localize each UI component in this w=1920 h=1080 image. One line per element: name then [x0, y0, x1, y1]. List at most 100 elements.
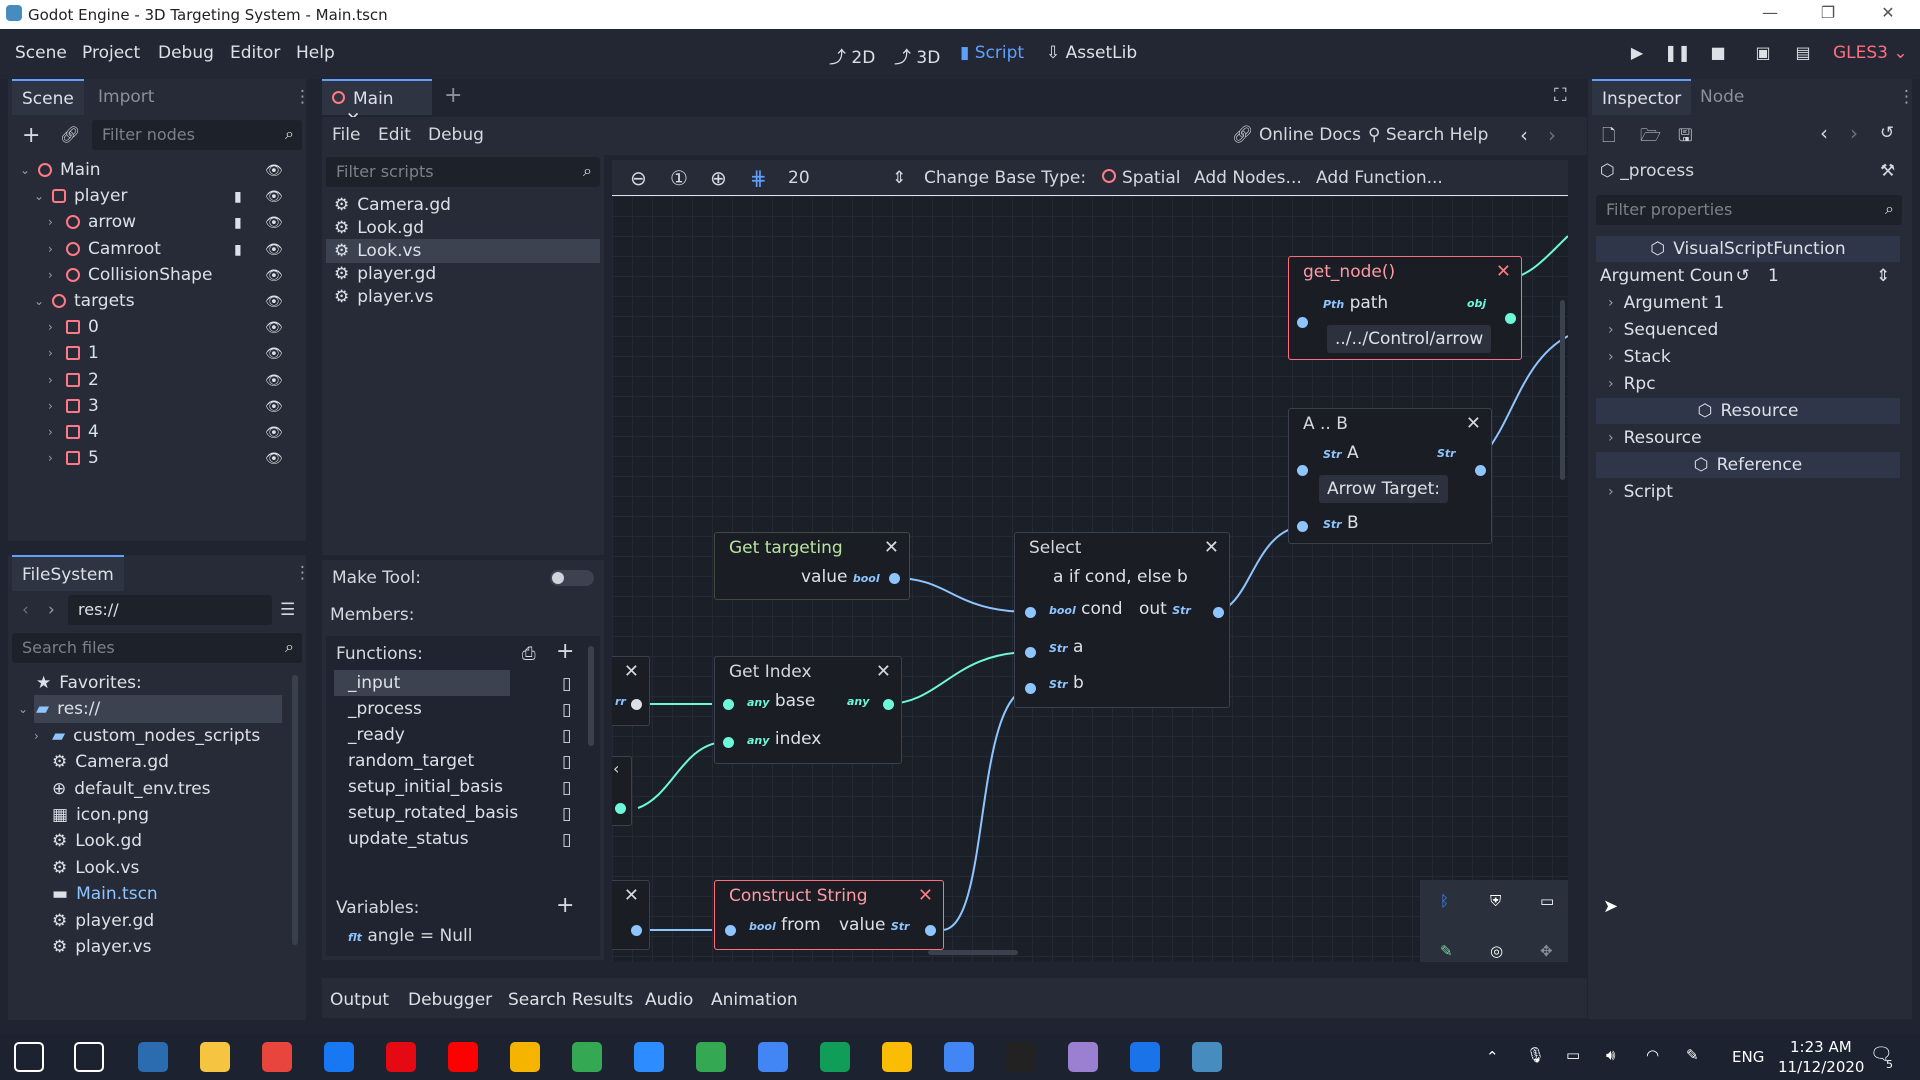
menu-editor[interactable]: Editor — [230, 43, 281, 63]
chevron-right-icon[interactable]: › — [48, 320, 53, 335]
filesystem-item[interactable]: ⚙Camera.gd — [34, 748, 169, 776]
search-files-input[interactable]: Search files ⌕ — [12, 633, 302, 663]
script-menu-debug[interactable]: Debug — [428, 125, 484, 145]
renderer-selector[interactable]: GLES3 ⌄ — [1833, 43, 1908, 63]
output-port[interactable] — [631, 699, 642, 710]
a-value-field[interactable]: Arrow Target: — [1319, 475, 1448, 503]
variable-item[interactable]: flt angle = Null — [348, 926, 473, 946]
save-icon[interactable]: 🖫︎ — [1678, 126, 1693, 146]
workspace-script-button[interactable]: ▮ Script — [960, 43, 1025, 63]
bluetooth-icon[interactable]: ᛒ — [1440, 892, 1450, 910]
base-type-button[interactable]: Spatial — [1102, 168, 1181, 188]
history-back-icon[interactable]: ‹ — [1820, 121, 1828, 145]
drive-icon[interactable] — [696, 1042, 726, 1072]
concat-node[interactable]: A .. B ✕ Str A Str Arrow Target: Str B — [1288, 408, 1492, 544]
visibility-eye-icon[interactable]: 👁︎ — [265, 215, 283, 232]
horizontal-scrollbar[interactable] — [928, 950, 1018, 955]
scene-tree-item[interactable]: ›0 — [48, 314, 290, 340]
partial-node[interactable]: ‹ — [612, 756, 632, 826]
input-port[interactable] — [1297, 317, 1308, 328]
clock-time[interactable]: 1:23 AM — [1790, 1038, 1852, 1056]
language-indicator[interactable]: ENG — [1732, 1048, 1765, 1066]
menu-debug[interactable]: Debug — [158, 43, 214, 63]
script-list-item[interactable]: ⚙Camera.gd — [326, 193, 600, 217]
chevron-right-icon[interactable]: › — [48, 267, 53, 282]
scrollbar[interactable] — [588, 646, 594, 746]
inspector-group[interactable]: ›Script — [1600, 479, 1900, 505]
add-function-icon[interactable]: + — [556, 639, 575, 664]
filesystem-item[interactable]: ⚙Look.vs — [34, 854, 139, 882]
function-item[interactable]: setup_initial_basis — [348, 777, 503, 797]
chevron-right-icon[interactable]: › — [48, 241, 53, 256]
play-scene-icon[interactable]: ▣ — [1755, 43, 1771, 62]
move-icon[interactable]: ✥ — [1540, 942, 1553, 960]
visibility-eye-icon[interactable]: 👁︎ — [265, 398, 283, 415]
volume-icon[interactable]: 🔊︎ — [1606, 1046, 1616, 1064]
wifi-icon[interactable]: ◠ — [1646, 1046, 1660, 1064]
visibility-eye-icon[interactable]: 👁︎ — [265, 267, 283, 284]
zoom-icon[interactable] — [634, 1042, 664, 1072]
edit-function-icon[interactable]: ▯ — [562, 804, 572, 824]
visibility-eye-icon[interactable]: 👁︎ — [265, 372, 283, 389]
scene-tree-item[interactable]: ›CollisionShape — [48, 262, 290, 288]
microphone-icon[interactable]: 🎙︎ — [1526, 1046, 1546, 1064]
filesystem-item[interactable]: ⚙player.vs — [34, 933, 151, 961]
inspector-property[interactable]: Argument Coun↺1⇕ — [1600, 263, 1900, 289]
path-value-field[interactable]: ../../Control/arrow — [1327, 325, 1492, 353]
close-node-icon[interactable]: ✕ — [1465, 413, 1481, 434]
output-port[interactable] — [925, 925, 936, 936]
function-item[interactable]: setup_rotated_basis — [348, 803, 519, 823]
scene-tree-item[interactable]: ⌄player — [34, 183, 290, 209]
visibility-eye-icon[interactable]: 👁︎ — [265, 241, 283, 258]
input-port[interactable] — [1297, 465, 1308, 476]
output-port[interactable] — [1213, 607, 1224, 618]
partial-node[interactable]: ✕ rr — [612, 656, 650, 726]
input-port[interactable] — [1025, 683, 1036, 694]
visibility-eye-icon[interactable]: 👁︎ — [265, 189, 283, 206]
function-item[interactable]: update_status — [348, 829, 469, 849]
windows-start-icon[interactable] — [14, 1042, 44, 1072]
close-node-icon[interactable]: ✕ — [623, 885, 639, 906]
edit-function-icon[interactable]: ▯ — [562, 830, 572, 850]
inspector-group[interactable]: ›Resource — [1600, 425, 1900, 451]
pen-menu-icon[interactable]: ✎ — [1686, 1046, 1699, 1064]
scene-tree-item[interactable]: ›Camroot — [48, 236, 290, 262]
input-port[interactable] — [723, 737, 734, 748]
property-value-spinbox[interactable]: 1 — [1768, 266, 1779, 286]
close-node-icon[interactable]: ✕ — [883, 537, 899, 558]
script-icon[interactable]: ▮ — [234, 215, 242, 232]
dock-menu-icon[interactable]: ⋮ — [294, 563, 311, 583]
add-node-icon[interactable]: + — [22, 123, 41, 148]
filter-properties-input[interactable]: Filter properties ⌕ — [1596, 195, 1902, 225]
close-node-icon[interactable]: ✕ — [1495, 261, 1511, 282]
close-window-button[interactable]: ✕ — [1881, 3, 1895, 22]
clock-date[interactable]: 11/12/2020 — [1778, 1058, 1865, 1076]
visibility-eye-icon[interactable]: 👁︎ — [265, 320, 283, 337]
chevron-down-icon[interactable]: ⌄ — [20, 163, 31, 177]
scene-tree-item[interactable]: ›5 — [48, 445, 290, 471]
file-explorer-icon[interactable] — [200, 1042, 230, 1072]
spin-arrows-icon[interactable]: ⇕ — [1876, 266, 1891, 286]
chevron-right-icon[interactable]: › — [48, 425, 53, 439]
output-port[interactable] — [615, 803, 626, 814]
docs-icon[interactable] — [758, 1042, 788, 1072]
select-node[interactable]: Select ✕ a if cond, else b bool cond out… — [1014, 532, 1230, 708]
obs-tray-icon[interactable]: ◎ — [1490, 942, 1504, 960]
chevron-right-icon[interactable]: › — [48, 372, 53, 387]
chevron-right-icon[interactable]: › — [48, 451, 53, 466]
tab-scene[interactable]: Scene — [12, 79, 84, 115]
edit-function-icon[interactable]: ▯ — [562, 674, 572, 694]
inspector-section-header[interactable]: ⬡VisualScriptFunction — [1596, 236, 1900, 262]
tab-main[interactable]: Main ✕ — [322, 79, 432, 129]
pen-icon[interactable]: ✎ — [1440, 942, 1453, 960]
chrome-icon[interactable] — [262, 1042, 292, 1072]
stop-icon[interactable]: ■ — [1710, 43, 1726, 62]
workspace-assetlib-button[interactable]: ⇩ AssetLib — [1046, 43, 1138, 63]
play-custom-scene-icon[interactable]: ▤ — [1795, 43, 1811, 62]
edit-function-icon[interactable]: ▯ — [562, 726, 572, 746]
tab-import[interactable]: Import — [98, 87, 155, 107]
history-forward-icon[interactable]: › — [1850, 121, 1858, 145]
snap-grid-icon[interactable]: ⋕ — [750, 166, 767, 190]
script-icon[interactable]: ▮ — [234, 189, 242, 206]
tab-search-results[interactable]: Search Results — [508, 990, 634, 1010]
